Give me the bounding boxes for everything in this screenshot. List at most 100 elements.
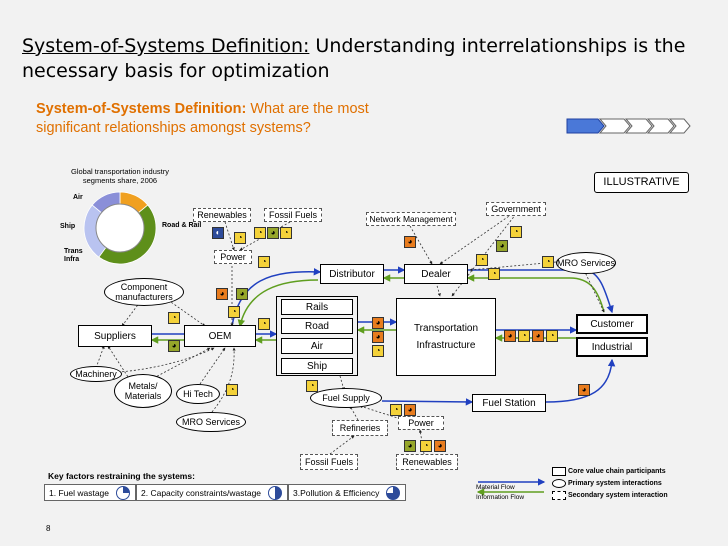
pollution-factor-icon: ◕: [404, 440, 416, 452]
pollution-factor-icon: ◕: [372, 331, 384, 343]
fuel-factor-icon: ◔: [518, 330, 530, 342]
key-factors-title: Key factors restraining the systems:: [48, 471, 195, 481]
capacity-factor-icon: [268, 485, 283, 500]
progress-chevrons: [566, 118, 691, 134]
capacity-factor-icon: ◐: [212, 227, 224, 239]
chevron-step-4-icon: [646, 118, 675, 134]
node-ship: Ship: [281, 358, 353, 374]
pie-label-trans-infra: Trans Infra: [64, 248, 83, 263]
node-network-management: Network Management: [366, 212, 456, 226]
fuel-factor-icon: ◔: [226, 384, 238, 396]
legend-secondary: Secondary system interaction: [568, 492, 668, 499]
chevron-step-2-icon: [598, 118, 631, 134]
fuel-factor-icon: ◔: [258, 256, 270, 268]
fuel-factor-icon: ◔: [476, 254, 488, 266]
link-hitech-oem: [199, 347, 226, 385]
link-renewables-power: [224, 221, 235, 251]
pollution-factor-icon: ◕: [404, 236, 416, 248]
key-factor-3-label: 3.Pollution & Efficiency: [293, 487, 380, 498]
key-factor-2: 2. Capacity constraints/wastage: [136, 484, 289, 501]
fuel-factor-icon: ◔: [390, 404, 402, 416]
subtitle: System-of-Systems Definition: What are t…: [36, 100, 416, 138]
legend-core: Core value chain participants: [568, 468, 666, 475]
fuel-factor-icon: ◔: [510, 226, 522, 238]
node-road: Road: [281, 318, 353, 334]
fuel-factor-icon: ◔: [546, 330, 558, 342]
node-government: Government: [486, 202, 546, 216]
fuel-factor-icon: ◔: [258, 318, 270, 330]
fuel-factor-icon: ◔: [372, 345, 384, 357]
node-industrial: Industrial: [576, 337, 648, 357]
link-machinery-oem: [117, 347, 215, 373]
link-component-oem: [167, 299, 206, 327]
key-factor-2-label: 2. Capacity constraints/wastage: [141, 487, 262, 498]
fuel-factor-icon: ◔: [168, 312, 180, 324]
pie-title: Global transportation industry segments …: [71, 167, 169, 185]
node-power-bottom: Power: [398, 416, 444, 430]
fuel-factor-icon: [116, 485, 131, 500]
legend-primary-swatch: [552, 479, 566, 488]
chevron-step-3-icon: [624, 118, 653, 134]
node-machinery: Machinery: [70, 366, 122, 382]
subtitle-prefix: System-of-Systems Definition:: [36, 101, 247, 117]
pollution-factor-icon: ◕: [504, 330, 516, 342]
link-fossil-refineries: [329, 435, 355, 455]
pie-label-ship: Ship: [60, 223, 76, 230]
node-power-top: Power: [214, 250, 252, 264]
subtitle-rest: What are the most significant relationsh…: [36, 101, 369, 136]
node-rails: Rails: [281, 299, 353, 315]
node-refineries: Refineries: [332, 420, 388, 436]
chevron-step-1-icon: [566, 118, 605, 134]
link-netmgmt-dealer: [409, 225, 433, 265]
fuel-factor-icon: ◔: [420, 440, 432, 452]
legend-primary: Primary system interactions: [568, 480, 662, 487]
pollution-factor-icon: ◕: [578, 384, 590, 396]
legend-material-flow: Material Flow: [476, 484, 515, 491]
fuel-factor-icon: ◔: [234, 232, 246, 244]
node-mro-services-right: MRO Services: [556, 252, 616, 274]
node-oem: OEM: [184, 325, 256, 347]
pollution-factor-icon: ◕: [372, 317, 384, 329]
node-renewables-bottom: Renewables: [396, 454, 458, 470]
link-metals-oem: [149, 347, 211, 381]
node-suppliers: Suppliers: [78, 325, 152, 347]
pollution-factor-icon: ◕: [496, 240, 508, 252]
legend-information-flow: Information Flow: [476, 494, 525, 501]
node-air: Air: [281, 338, 353, 354]
fuel-factor-icon: ◔: [280, 227, 292, 239]
flow-legend-lines: [478, 478, 546, 486]
legend-core-swatch: [552, 467, 566, 476]
node-mro-services-left: MRO Services: [176, 412, 246, 432]
key-factor-3: 3.Pollution & Efficiency: [288, 484, 407, 501]
page-number: 8: [46, 524, 51, 533]
legend-secondary-swatch: [552, 491, 566, 500]
pollution-factor-icon: ◕: [532, 330, 544, 342]
node-fuel-supply: Fuel Supply: [310, 388, 382, 408]
pollution-factor-icon: ◕: [434, 440, 446, 452]
link-mro-right-customer: [583, 269, 605, 313]
pie-label-road-rail: Road & Rail: [162, 222, 202, 229]
pollution-factor-icon: ◕: [404, 404, 416, 416]
link-component-suppliers: [121, 301, 141, 327]
node-fossil-fuels-top: Fossil Fuels: [264, 208, 322, 222]
fuel-factor-icon: ◔: [306, 380, 318, 392]
node-distributor: Distributor: [320, 264, 384, 284]
fuel-factor-icon: ◔: [228, 306, 240, 318]
slide-title-rest: Understanding interrelationships is the …: [22, 35, 686, 82]
link-dealer-infra: [435, 281, 441, 297]
node-renewables-top: Renewables: [193, 208, 251, 222]
distributor-oem-info: [237, 279, 319, 328]
key-factor-1: 1. Fuel wastage: [44, 484, 137, 501]
fuel-factor-icon: ◔: [542, 256, 554, 268]
pie-center: [95, 203, 145, 253]
node-fossil-fuels-bottom: Fossil Fuels: [300, 454, 358, 470]
link-machinery-suppliers: [95, 345, 105, 369]
pollution-factor-icon: ◕: [168, 340, 180, 352]
station-industrial-material: [545, 358, 616, 403]
slide-title: System-of-Systems Definition: Understand…: [22, 34, 712, 84]
fuel-factor-icon: ◔: [488, 268, 500, 280]
illustrative-badge: ILLUSTRATIVE: [594, 172, 689, 193]
fuel-factor-icon: ◔: [254, 227, 266, 239]
node-dealer: Dealer: [404, 264, 468, 284]
node-customer: Customer: [576, 314, 648, 334]
